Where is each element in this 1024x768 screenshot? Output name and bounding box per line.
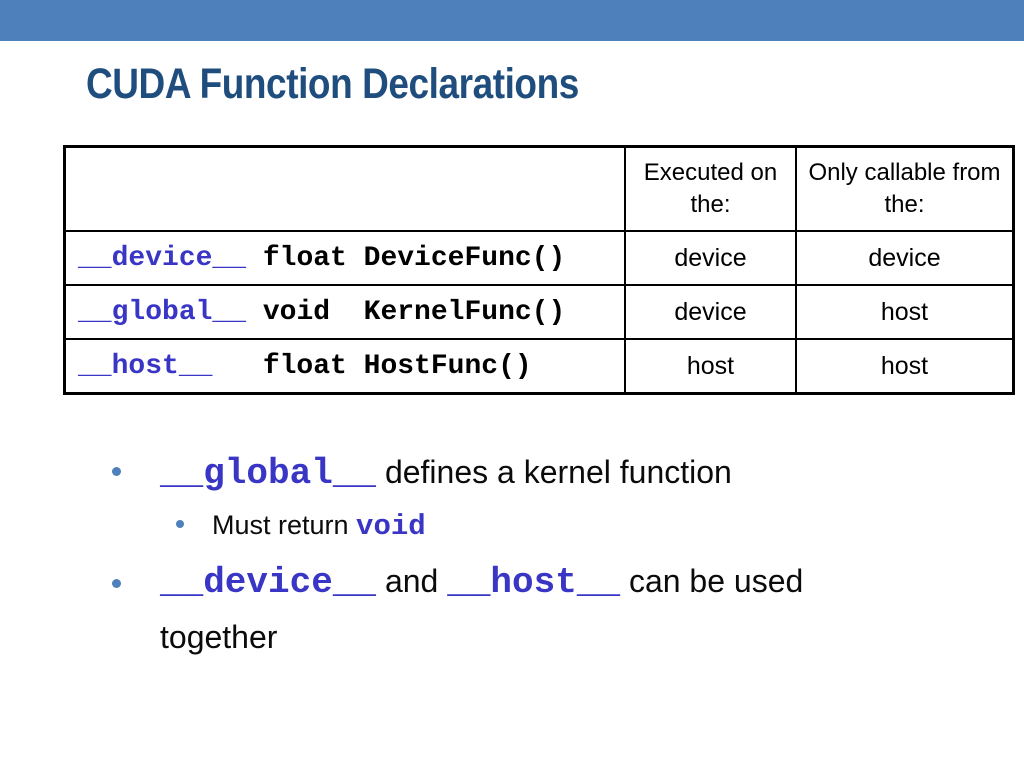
bullet-icon [112,467,121,476]
sub-bullet-must-return-void: Must return void [212,506,912,546]
sub-bullet-prefix: Must return [212,510,357,540]
bullet-text-rest: defines a kernel function [376,454,732,490]
bullet-global-defines: __global__ defines a kernel function [160,446,960,500]
table-row: __host__ float HostFunc() host host [63,338,1015,395]
code-rest: float DeviceFunc() [246,242,566,274]
keyword-device: __device__ [160,562,377,603]
header-cell-callable: Only callable from the: [795,145,1015,232]
callable-cell: device [795,230,1015,286]
keyword-host: __host__ [78,350,213,382]
callable-cell: host [795,338,1015,395]
function-declarations-table: Executed on the: Only callable from the:… [63,145,1015,395]
sub-bullet-icon [176,520,184,528]
table-row: __global__ void KernelFunc() device host [63,284,1015,340]
executed-cell: device [624,230,797,286]
bullet-text-mid: and [376,563,448,599]
header-cell-executed: Executed on the: [624,145,797,232]
executed-cell: device [624,284,797,340]
code-rest: void KernelFunc() [246,296,566,328]
keyword-void: void [356,510,426,543]
header-cell-empty [63,145,626,232]
code-cell-device: __device__ float DeviceFunc() [63,230,626,286]
bullet-icon [112,579,121,588]
keyword-global: __global__ [78,296,247,328]
keyword-device: __device__ [78,242,247,274]
keyword-global: __global__ [160,453,377,494]
table-row: __device__ float DeviceFunc() device dev… [63,230,1015,286]
executed-cell: host [624,338,797,395]
callable-cell: host [795,284,1015,340]
title-band [0,0,1024,41]
bullet-text-rest: can be used together [160,563,804,655]
bullet-device-host-together: __device__ and __host__ can be used toge… [160,554,872,664]
code-cell-global: __global__ void KernelFunc() [63,284,626,340]
code-cell-host: __host__ float HostFunc() [63,338,626,395]
keyword-host: __host__ [447,562,621,603]
table-header-row: Executed on the: Only callable from the: [63,145,1015,232]
page-title: CUDA Function Declarations [86,60,579,108]
code-rest: float HostFunc() [212,350,532,382]
